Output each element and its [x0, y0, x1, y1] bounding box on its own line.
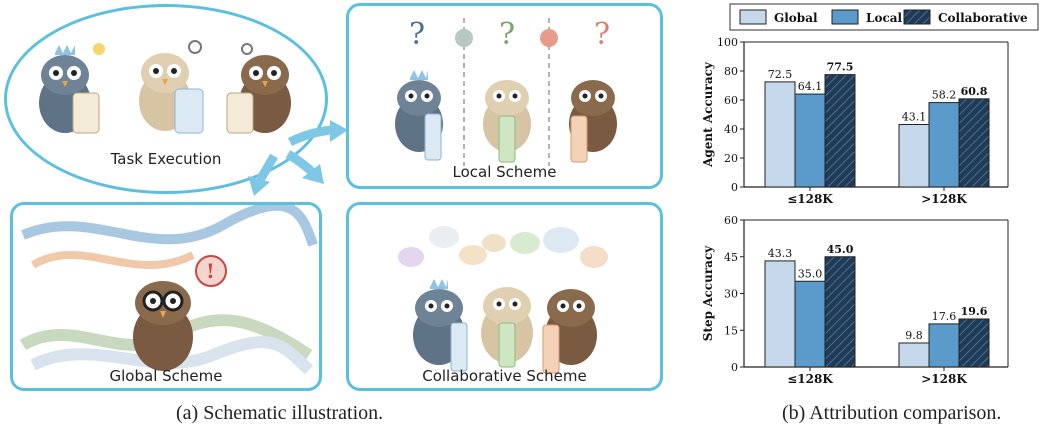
bar: [824, 74, 856, 188]
speech-bubble-icon: [543, 227, 579, 253]
y-axis-label: Step Accuracy: [701, 245, 715, 341]
owl-icon: [133, 281, 193, 371]
x-tick-label: ≤128K: [787, 192, 833, 206]
legend-label: Local: [866, 11, 903, 25]
bar: [958, 98, 990, 188]
data-label: 77.5: [827, 61, 854, 74]
y-tick-label: 80: [724, 65, 738, 78]
magnifier-icon: [241, 43, 253, 55]
collaborative-scheme-panel: Collaborative Scheme: [346, 202, 663, 391]
lightbulb-icon: [93, 43, 105, 55]
data-label: 64.1: [798, 80, 823, 93]
task-execution-panel: Task Execution: [4, 4, 328, 194]
y-tick-label: 30: [724, 288, 738, 301]
bar: [898, 124, 930, 188]
legend-label: Global: [774, 11, 818, 25]
bar: [928, 323, 960, 368]
gear-icon: [188, 40, 202, 54]
x-icon: [540, 29, 558, 47]
data-label: 45.0: [827, 243, 854, 256]
data-label: 43.1: [902, 111, 927, 124]
speech-bubble-icon: [398, 247, 424, 267]
speech-bubble-icon: [459, 245, 487, 265]
flow-arrows: [248, 120, 348, 196]
data-label: 72.5: [768, 68, 793, 81]
data-label: 35.0: [798, 267, 823, 280]
local-scheme-owls: ? ? ?: [395, 17, 617, 166]
svg-text:!: !: [206, 259, 215, 283]
y-tick-label: 40: [724, 123, 738, 136]
x-icon: [455, 29, 473, 47]
data-label: 17.6: [932, 310, 957, 323]
owl-icon: [39, 45, 100, 134]
owl-icon: [569, 80, 617, 163]
alert-icon: [195, 255, 227, 287]
owl-icon: [542, 289, 597, 374]
y-tick-label: 0: [731, 181, 738, 194]
legend-box: [729, 3, 1039, 31]
y-axis-label: Agent Accuracy: [701, 61, 715, 168]
data-label: 43.3: [768, 247, 793, 260]
legend-swatch: [831, 9, 859, 25]
caption-b: (b) Attribution comparison.: [782, 402, 1002, 424]
question-mark-icon: ?: [594, 17, 610, 52]
attribution-chart: Global Local Collaborative 0 20 40 60 80 100Agen…: [701, 3, 1039, 386]
y-tick-label: 20: [724, 152, 738, 165]
bar: [764, 260, 796, 368]
legend-swatch: [739, 9, 767, 25]
y-tick-label: 100: [717, 36, 738, 49]
owl-icon: [395, 70, 443, 161]
x-tick-label: >128K: [921, 372, 967, 386]
y-tick-label: 0: [731, 361, 738, 374]
bar: [824, 256, 856, 368]
speech-bubble-icon: [482, 234, 506, 252]
x-tick-label: ≤128K: [787, 372, 833, 386]
owl-icon: [483, 80, 531, 163]
y-tick-label: 45: [724, 251, 738, 264]
owl-icon: [226, 55, 291, 134]
caption-a: (a) Schematic illustration.: [176, 402, 384, 424]
legend-swatch: [903, 9, 931, 25]
y-tick-label: 60: [724, 214, 738, 227]
bar: [958, 318, 990, 368]
data-label: 19.6: [961, 305, 988, 318]
speech-bubble-icon: [510, 232, 540, 254]
arrow-to-global-icon: [256, 153, 278, 183]
task-execution-owls: [39, 40, 291, 134]
bar: [928, 102, 960, 188]
arrow-to-collaborative-icon: [285, 150, 316, 176]
local-scheme-label: Local Scheme: [452, 163, 557, 181]
data-label: 58.2: [932, 89, 957, 102]
owl-icon: [139, 53, 204, 134]
y-tick-label: 60: [724, 94, 738, 107]
bar: [794, 280, 826, 368]
local-scheme-panel: ? ? ? Local Scheme: [346, 3, 663, 189]
global-scheme-panel: ! Global Scheme: [10, 202, 322, 391]
legend-label: Collaborative: [938, 11, 1028, 25]
bar: [764, 81, 796, 188]
owl-icon: [413, 279, 468, 372]
data-label: 60.8: [961, 85, 988, 98]
speech-bubble-icon: [429, 226, 459, 248]
bar: [794, 93, 826, 188]
global-scheme-illustration: !: [19, 205, 318, 375]
x-tick-label: >128K: [921, 192, 967, 206]
owl-icon: [481, 287, 533, 368]
y-tick-label: 15: [724, 324, 738, 337]
task-execution-label: Task Execution: [110, 150, 222, 168]
speech-bubble-icon: [580, 246, 608, 268]
data-label: 9.8: [905, 329, 923, 342]
question-mark-icon: ?: [499, 17, 515, 52]
bar: [898, 342, 930, 368]
arrow-to-local-icon: [287, 125, 333, 147]
collaborative-scheme-owls: [398, 226, 608, 374]
question-mark-icon: ?: [409, 17, 425, 52]
collaborative-scheme-label: Collaborative Scheme: [422, 367, 587, 385]
global-scheme-label: Global Scheme: [109, 367, 223, 385]
